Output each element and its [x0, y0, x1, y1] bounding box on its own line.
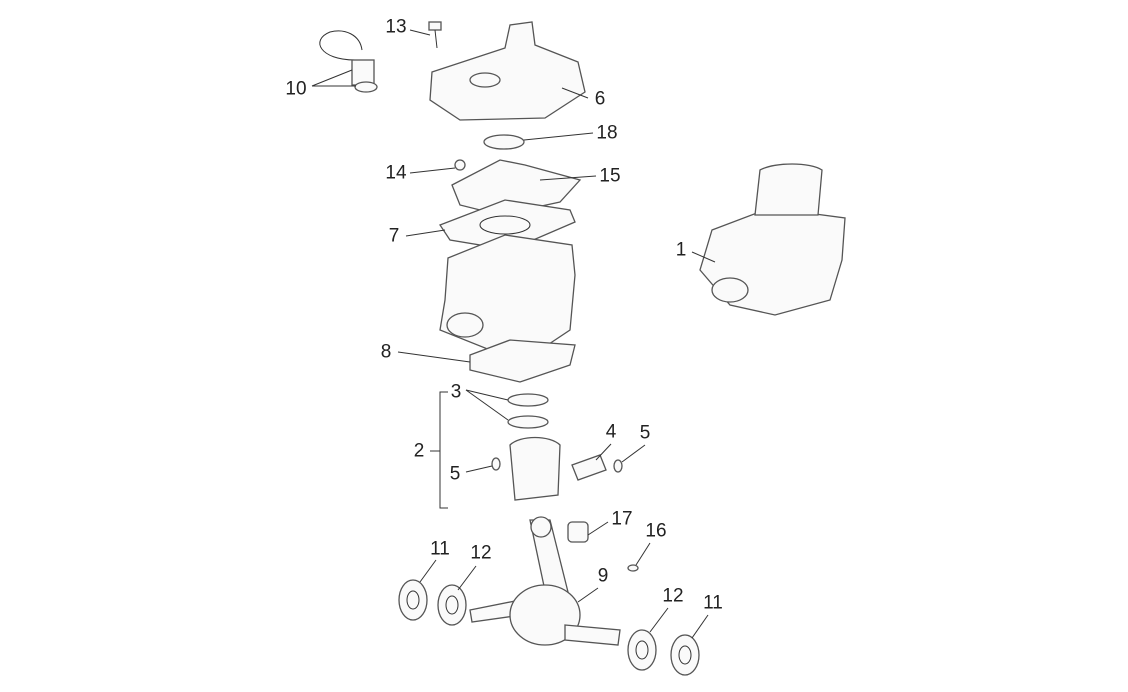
callout-11: 11 [430, 538, 450, 560]
callout-8: 8 [380, 341, 392, 363]
cylinder-head [429, 21, 586, 121]
head-gasket [439, 199, 576, 251]
temperature-sensor [319, 30, 378, 93]
callout-14: 14 [385, 162, 407, 184]
piston [509, 436, 561, 501]
callout-12: 12 [470, 542, 492, 564]
callout-4: 4 [605, 421, 617, 443]
callout-2: 2 [413, 440, 425, 462]
callout-15: 15 [599, 165, 621, 187]
callout-5: 5 [449, 463, 461, 485]
callout-3: 3 [450, 381, 462, 403]
callout-13: 13 [385, 16, 407, 38]
piston-pin [571, 454, 607, 481]
callout-18: 18 [596, 122, 618, 144]
callout-16: 16 [645, 520, 667, 542]
callout-11: 11 [703, 592, 723, 614]
crankshaft [469, 516, 621, 646]
callout-17: 17 [611, 508, 633, 530]
callout-12: 12 [662, 585, 684, 607]
callout-10: 10 [285, 78, 307, 100]
o-ring [483, 134, 525, 150]
leader-lines [311, 29, 716, 639]
callout-7: 7 [388, 225, 400, 247]
callout-1: 1 [675, 239, 687, 261]
flange [451, 159, 582, 216]
callout-5: 5 [639, 422, 651, 444]
base-gasket [469, 339, 576, 383]
screw [428, 21, 442, 49]
callout-9: 9 [597, 565, 609, 587]
callout-6: 6 [594, 88, 606, 110]
